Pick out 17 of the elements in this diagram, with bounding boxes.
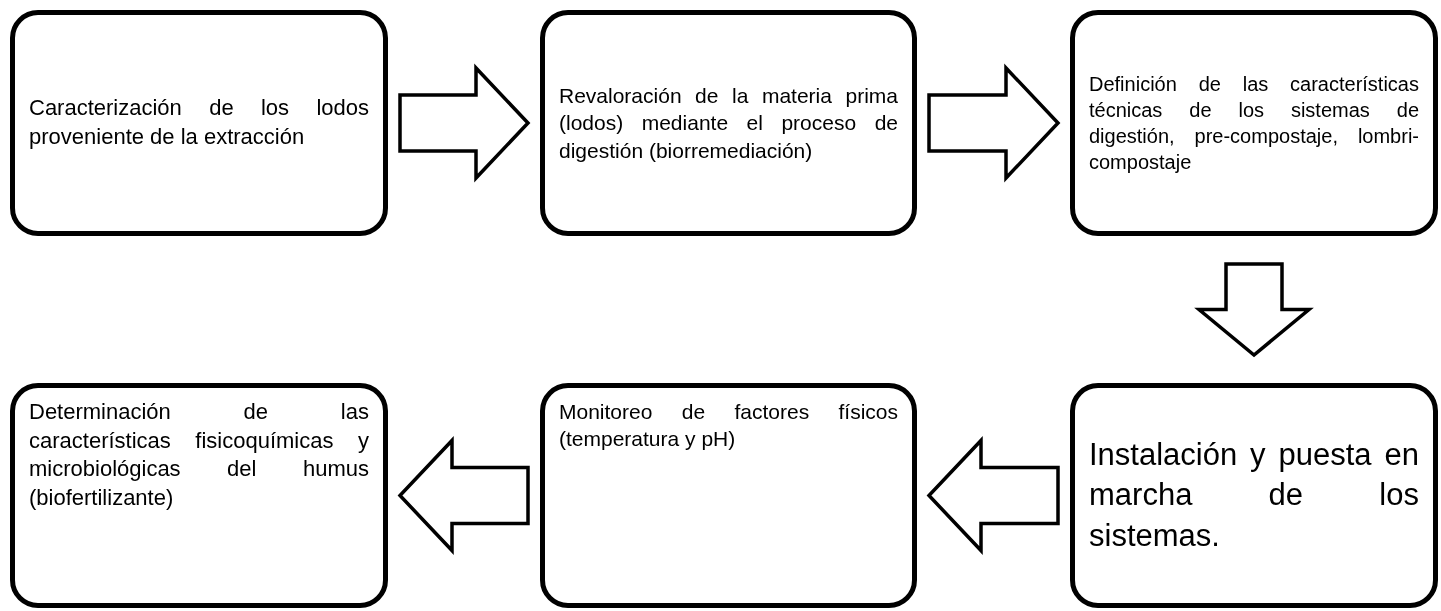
- step-text: Revaloración de la materia prima (lodos) mediante el proceso de digestión (biorremediación): [559, 83, 898, 164]
- process-box: [10, 383, 388, 608]
- block-arrow: [398, 63, 531, 183]
- block-arrow: [1194, 262, 1314, 358]
- step-text: Instalación y puesta en marcha de los sistemas.: [1089, 436, 1419, 555]
- step-text: Definición de las características técnicas de los sistemas de digestión, pre-compostaje, lombri-compostaje: [1089, 72, 1419, 175]
- block-arrow: [927, 63, 1061, 183]
- step-text: Determinación de las características fisicoquímicas y microbiológicas del humus (biofertilizante): [29, 398, 369, 512]
- step-text: Caracterización de los lodos proveniente de la extracción: [29, 94, 369, 151]
- step-text: Monitoreo de factores físicos (temperatura y pH): [559, 399, 898, 453]
- block-arrow: [926, 436, 1060, 555]
- process-box: [1070, 383, 1438, 608]
- process-box: [1070, 10, 1438, 236]
- process-box: [10, 10, 388, 236]
- process-box: [540, 383, 917, 608]
- block-arrow: [397, 436, 530, 555]
- process-box: [540, 10, 917, 236]
